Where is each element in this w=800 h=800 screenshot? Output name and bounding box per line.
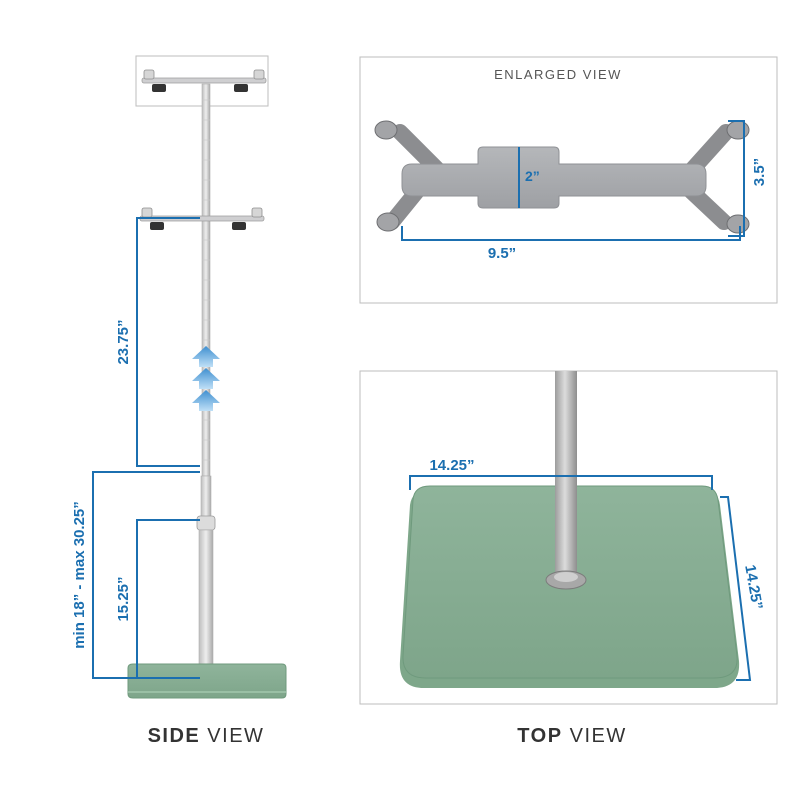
plate-height-label: 3.5” (751, 158, 768, 186)
top-caption-rest: VIEW (563, 725, 627, 747)
gooseneck-ridges (202, 99, 210, 461)
side-caption-bold: SIDE (148, 725, 201, 747)
top-caption-bold: TOP (517, 725, 562, 747)
base-width-bracket (409, 475, 713, 490)
telescoping-pole-lower (198, 529, 214, 677)
lower-height-bracket (136, 519, 200, 678)
lower-height-label: 15.25” (115, 576, 132, 621)
holder-raised (141, 69, 267, 92)
side-base (127, 663, 287, 699)
telescoping-pole-upper (200, 475, 212, 519)
enlarged-view-label: ENLARGED VIEW (494, 67, 622, 82)
height-clamp (196, 515, 216, 531)
holder-plate (401, 146, 707, 209)
plate-height-bracket (728, 120, 745, 237)
enlarged-view: ENLARGED VIEW 2” 9.5” 3.5” (359, 56, 778, 304)
plate-width-bracket (401, 226, 741, 241)
top-view-caption: TOP VIEW (517, 725, 626, 747)
top-view: 14.25” 14.25” (359, 370, 778, 705)
upper-extension-bracket (136, 217, 200, 467)
side-view-caption: SIDE VIEW (148, 725, 265, 747)
side-caption-rest: VIEW (200, 725, 264, 747)
raise-arrows-icon (192, 346, 220, 411)
center-width-label: 2” (525, 168, 540, 184)
base-width-label: 14.25” (429, 457, 474, 474)
side-view: 23.75” min 18” - max 30.25” 15.25” (71, 55, 287, 699)
base-depth-bracket (720, 496, 752, 681)
height-range-bracket (92, 471, 200, 679)
upper-extension-label: 23.75” (115, 319, 132, 364)
plate-width-label: 9.5” (488, 245, 516, 262)
height-range-label: min 18” - max 30.25” (71, 501, 88, 649)
